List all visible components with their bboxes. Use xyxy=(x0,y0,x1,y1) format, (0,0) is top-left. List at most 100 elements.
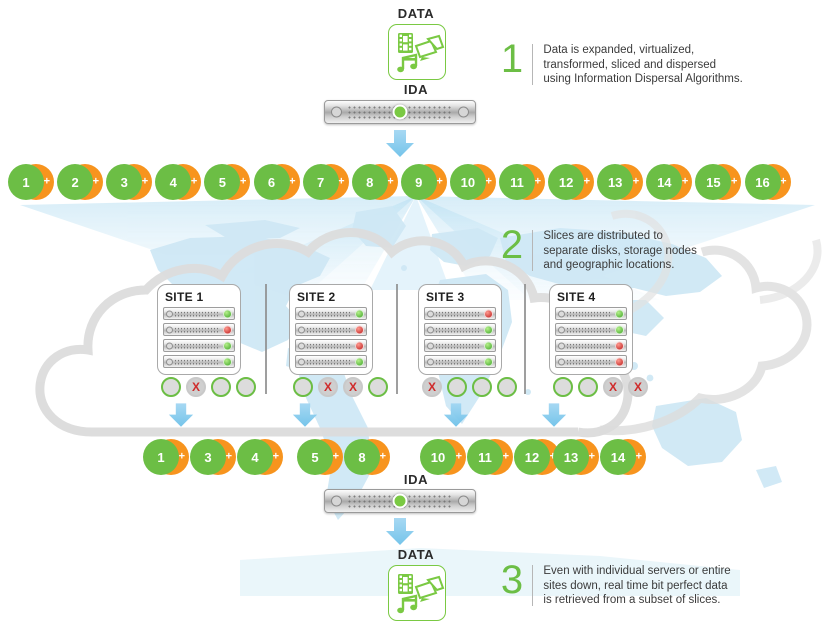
status-ok-icon xyxy=(355,357,364,366)
slice-plus-mark: + xyxy=(289,175,296,188)
slice-number: 5 xyxy=(297,439,333,475)
step-1-text: Data is expanded, virtualized, transform… xyxy=(543,44,743,85)
server-dial xyxy=(166,342,173,349)
slice-recovered-11: +11 xyxy=(467,439,513,475)
slice-number: 10 xyxy=(449,164,486,200)
status-ok-icon xyxy=(615,309,624,318)
site-box-2[interactable]: SITE 2 xyxy=(289,284,373,375)
status-ok-icon xyxy=(223,357,232,366)
slice-plus-mark: + xyxy=(225,450,232,463)
ida-top-label: IDA xyxy=(403,82,429,97)
server-icon xyxy=(424,339,496,352)
slice-top-3: +3 xyxy=(106,164,153,200)
site-box-3[interactable]: SITE 3 xyxy=(418,284,502,375)
server-vents xyxy=(174,358,220,365)
status-ok-icon xyxy=(368,377,388,397)
server-vents xyxy=(174,342,220,349)
slice-number: 3 xyxy=(106,164,143,200)
status-ok-icon xyxy=(553,377,573,397)
server-icon xyxy=(295,307,367,320)
slice-number: 15 xyxy=(695,164,732,200)
slice-top-14: +14 xyxy=(646,164,693,200)
server-vents xyxy=(566,358,612,365)
slice-top-13: +13 xyxy=(597,164,644,200)
site-divider-1 xyxy=(265,284,267,394)
ida-appliance-bottom xyxy=(324,489,476,513)
slice-number: 1 xyxy=(8,164,44,200)
slice-plus-mark: + xyxy=(272,450,279,463)
server-vents xyxy=(306,342,352,349)
slice-number: 4 xyxy=(237,439,273,475)
server-icon xyxy=(555,323,627,336)
data-bottom-label: DATA xyxy=(397,547,435,562)
status-ok-icon xyxy=(211,377,231,397)
step-callout-3: 3 Even with individual servers or entire… xyxy=(494,560,814,608)
server-icon xyxy=(295,355,367,368)
slice-plus-mark: + xyxy=(332,450,339,463)
site-box-4[interactable]: SITE 4 xyxy=(549,284,633,375)
ida-bottom-label: IDA xyxy=(403,472,429,487)
slice-plus-mark: + xyxy=(338,175,345,188)
server-icon xyxy=(555,355,627,368)
status-ok-icon xyxy=(472,377,492,397)
status-fail-icon xyxy=(355,341,364,350)
down-arrow-icon xyxy=(168,403,194,433)
server-icon xyxy=(295,339,367,352)
server-icon xyxy=(163,323,235,336)
slice-number: 10 xyxy=(420,439,456,475)
server-vents xyxy=(566,342,612,349)
slice-plus-mark: + xyxy=(239,175,247,188)
server-dial xyxy=(558,310,565,317)
server-icon xyxy=(555,339,627,352)
slice-plus-mark: + xyxy=(455,450,462,463)
server-icon xyxy=(555,307,627,320)
step-callout-1: 1 Data is expanded, virtualized, transfo… xyxy=(494,39,814,87)
slice-number: 11 xyxy=(499,164,535,200)
status-ok-icon xyxy=(484,357,493,366)
ida-knob-right xyxy=(458,106,469,118)
slice-recovered-14: +14 xyxy=(600,439,646,475)
slice-number: 8 xyxy=(344,439,380,475)
slice-number: 13 xyxy=(553,439,589,475)
server-vents xyxy=(306,310,352,317)
slice-top-15: +15 xyxy=(695,164,742,200)
server-vents xyxy=(306,326,352,333)
slice-top-5: +5 xyxy=(204,164,251,200)
down-arrow-icon xyxy=(541,403,567,433)
status-ok-icon xyxy=(578,377,598,397)
server-dial xyxy=(427,342,434,349)
slice-recovered-13: +13 xyxy=(553,439,599,475)
slice-plus-mark: + xyxy=(550,451,556,463)
step-callout-2: 2 Slices are distributed to separate dis… xyxy=(494,225,814,273)
slice-number: 5 xyxy=(204,164,241,200)
status-ok-icon xyxy=(161,377,181,397)
server-vents xyxy=(306,358,352,365)
slice-plus-mark: + xyxy=(583,175,591,188)
status-ok-icon xyxy=(223,309,232,318)
data-top-label: DATA xyxy=(397,6,435,21)
step-1-rule xyxy=(532,44,534,85)
status-ok-icon xyxy=(447,377,467,397)
site-box-1[interactable]: SITE 1 xyxy=(157,284,241,375)
server-dial xyxy=(166,326,173,333)
slice-number: 6 xyxy=(253,164,290,200)
slice-number: 7 xyxy=(302,164,339,200)
status-fail-icon: X xyxy=(422,377,442,397)
slice-plus-mark: + xyxy=(379,450,386,463)
status-fail-icon xyxy=(615,341,624,350)
slice-number: 12 xyxy=(548,164,585,200)
status-fail-icon: X xyxy=(343,377,363,397)
slice-plus-mark: + xyxy=(730,175,738,188)
slice-plus-mark: + xyxy=(502,450,509,463)
media-data-icon-top xyxy=(388,24,446,80)
server-vents xyxy=(174,310,220,317)
slice-number: 8 xyxy=(351,164,388,200)
slice-number: 4 xyxy=(155,164,192,200)
server-icon xyxy=(295,323,367,336)
status-ok-icon xyxy=(355,309,364,318)
site-divider-2 xyxy=(396,284,398,394)
slice-recovered-12: +12 xyxy=(514,439,560,475)
step-3-text: Even with individual servers or entire s… xyxy=(543,565,731,606)
